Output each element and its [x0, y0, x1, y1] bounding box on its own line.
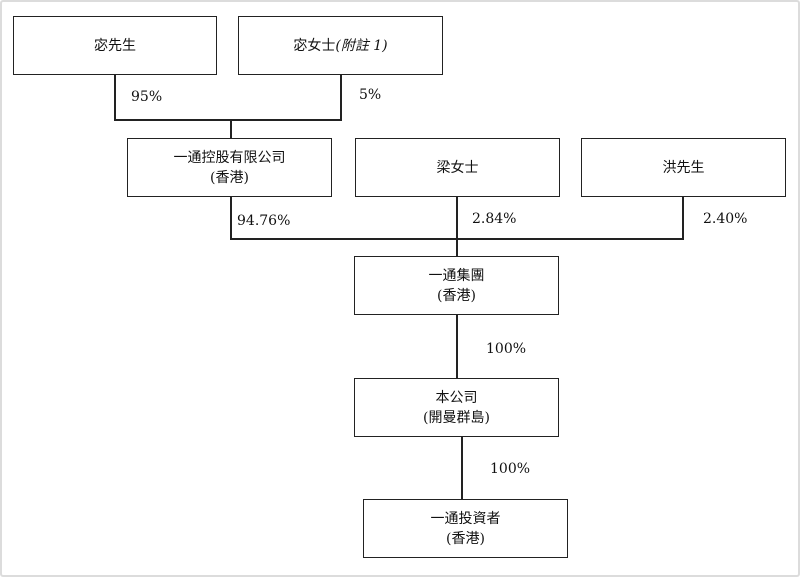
- pct-group-to-company: 100%: [486, 341, 527, 357]
- connector-line: [456, 197, 458, 256]
- pct-mr-mi: 95%: [131, 89, 163, 105]
- entity-jurisdiction: (香港): [210, 169, 249, 186]
- entity-name: 本公司: [435, 389, 478, 406]
- pct-ms-mi: 5%: [359, 87, 382, 103]
- entity-company: 本公司 (開曼群島): [354, 378, 559, 437]
- entity-holdings-hk: 一通控股有限公司 (香港): [127, 138, 332, 197]
- entity-jurisdiction: (香港): [437, 287, 476, 304]
- connector-line: [340, 75, 342, 120]
- entity-jurisdiction: (開曼群島): [423, 409, 490, 426]
- pct-liang: 2.84%: [472, 211, 517, 227]
- entity-investment-hk: 一通投資者 (香港): [363, 499, 568, 558]
- connector-line: [114, 119, 342, 121]
- entity-ms-mi: 宓女士(附註 1): [238, 16, 443, 75]
- connector-line: [461, 437, 463, 499]
- entity-name: 宓先生: [94, 37, 136, 54]
- connector-line: [114, 75, 116, 120]
- entity-mr-mi: 宓先生: [13, 16, 217, 75]
- entity-group-hk: 一通集團 (香港): [354, 256, 559, 315]
- entity-ms-liang: 梁女士: [355, 138, 560, 197]
- connector-line: [230, 197, 232, 239]
- entity-jurisdiction: (香港): [446, 530, 485, 547]
- connector-line: [230, 119, 232, 138]
- pct-company-to-investment: 100%: [490, 461, 531, 477]
- entity-mr-hong: 洪先生: [581, 138, 786, 197]
- pct-hong: 2.40%: [703, 211, 748, 227]
- entity-name: 洪先生: [662, 159, 705, 176]
- connector-line: [456, 315, 458, 378]
- entity-name: 梁女士: [436, 159, 479, 176]
- connector-line: [230, 238, 684, 240]
- entity-name: 一通集團: [428, 267, 485, 284]
- entity-name: 一通投資者: [430, 510, 501, 527]
- note-ref: (附註 1): [335, 37, 388, 54]
- entity-name-with-note: 宓女士(附註 1): [293, 36, 387, 56]
- pct-holdings: 94.76%: [237, 213, 291, 229]
- entity-name: 一通控股有限公司: [173, 149, 286, 166]
- entity-name: 宓女士: [293, 37, 336, 54]
- connector-line: [682, 197, 684, 239]
